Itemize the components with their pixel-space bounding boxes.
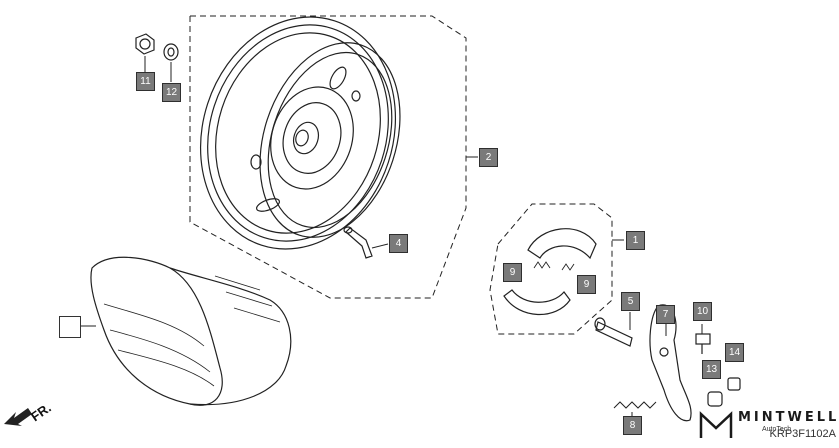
brake-cam-drawing [594, 317, 633, 347]
ref-label-1[interactable]: 1 [626, 231, 645, 250]
ref-label-tire-blank[interactable] [59, 316, 81, 338]
ref-label-9-right[interactable]: 9 [577, 275, 596, 294]
ref-label-2[interactable]: 2 [479, 148, 498, 167]
watermark-subtitle: AutoTech [762, 426, 792, 433]
mintwell-logo-icon [699, 411, 733, 438]
ref-label-7[interactable]: 7 [656, 305, 675, 324]
ref-label-10[interactable]: 10 [693, 302, 712, 321]
bolt-drawing [695, 333, 711, 354]
ref-label-4[interactable]: 4 [389, 234, 408, 253]
wheel-rim-drawing [199, 16, 401, 250]
ref-label-12[interactable]: 12 [162, 83, 181, 102]
wheel-assembly-outline [189, 15, 467, 299]
watermark-wordmark: MINTWELL [738, 410, 839, 425]
ref-label-8[interactable]: 8 [623, 416, 642, 435]
pin-nut-drawing [707, 377, 741, 407]
tire-drawing [90, 256, 292, 406]
brake-shoe-outline [489, 203, 613, 335]
ref-label-9-left[interactable]: 9 [503, 263, 522, 282]
ref-label-11[interactable]: 11 [136, 72, 155, 91]
ref-label-5[interactable]: 5 [621, 292, 640, 311]
brake-shoes-drawing [503, 228, 597, 316]
ref-label-13[interactable]: 13 [702, 360, 721, 379]
valve-drawing [343, 226, 373, 259]
nut-washer-drawing [135, 33, 179, 61]
brake-arm-drawing [649, 304, 692, 422]
return-spring-drawing [613, 401, 657, 409]
diagram-code: KRP3F1102A [769, 428, 836, 440]
front-direction-arrow [4, 408, 32, 426]
ref-label-14[interactable]: 14 [725, 343, 744, 362]
